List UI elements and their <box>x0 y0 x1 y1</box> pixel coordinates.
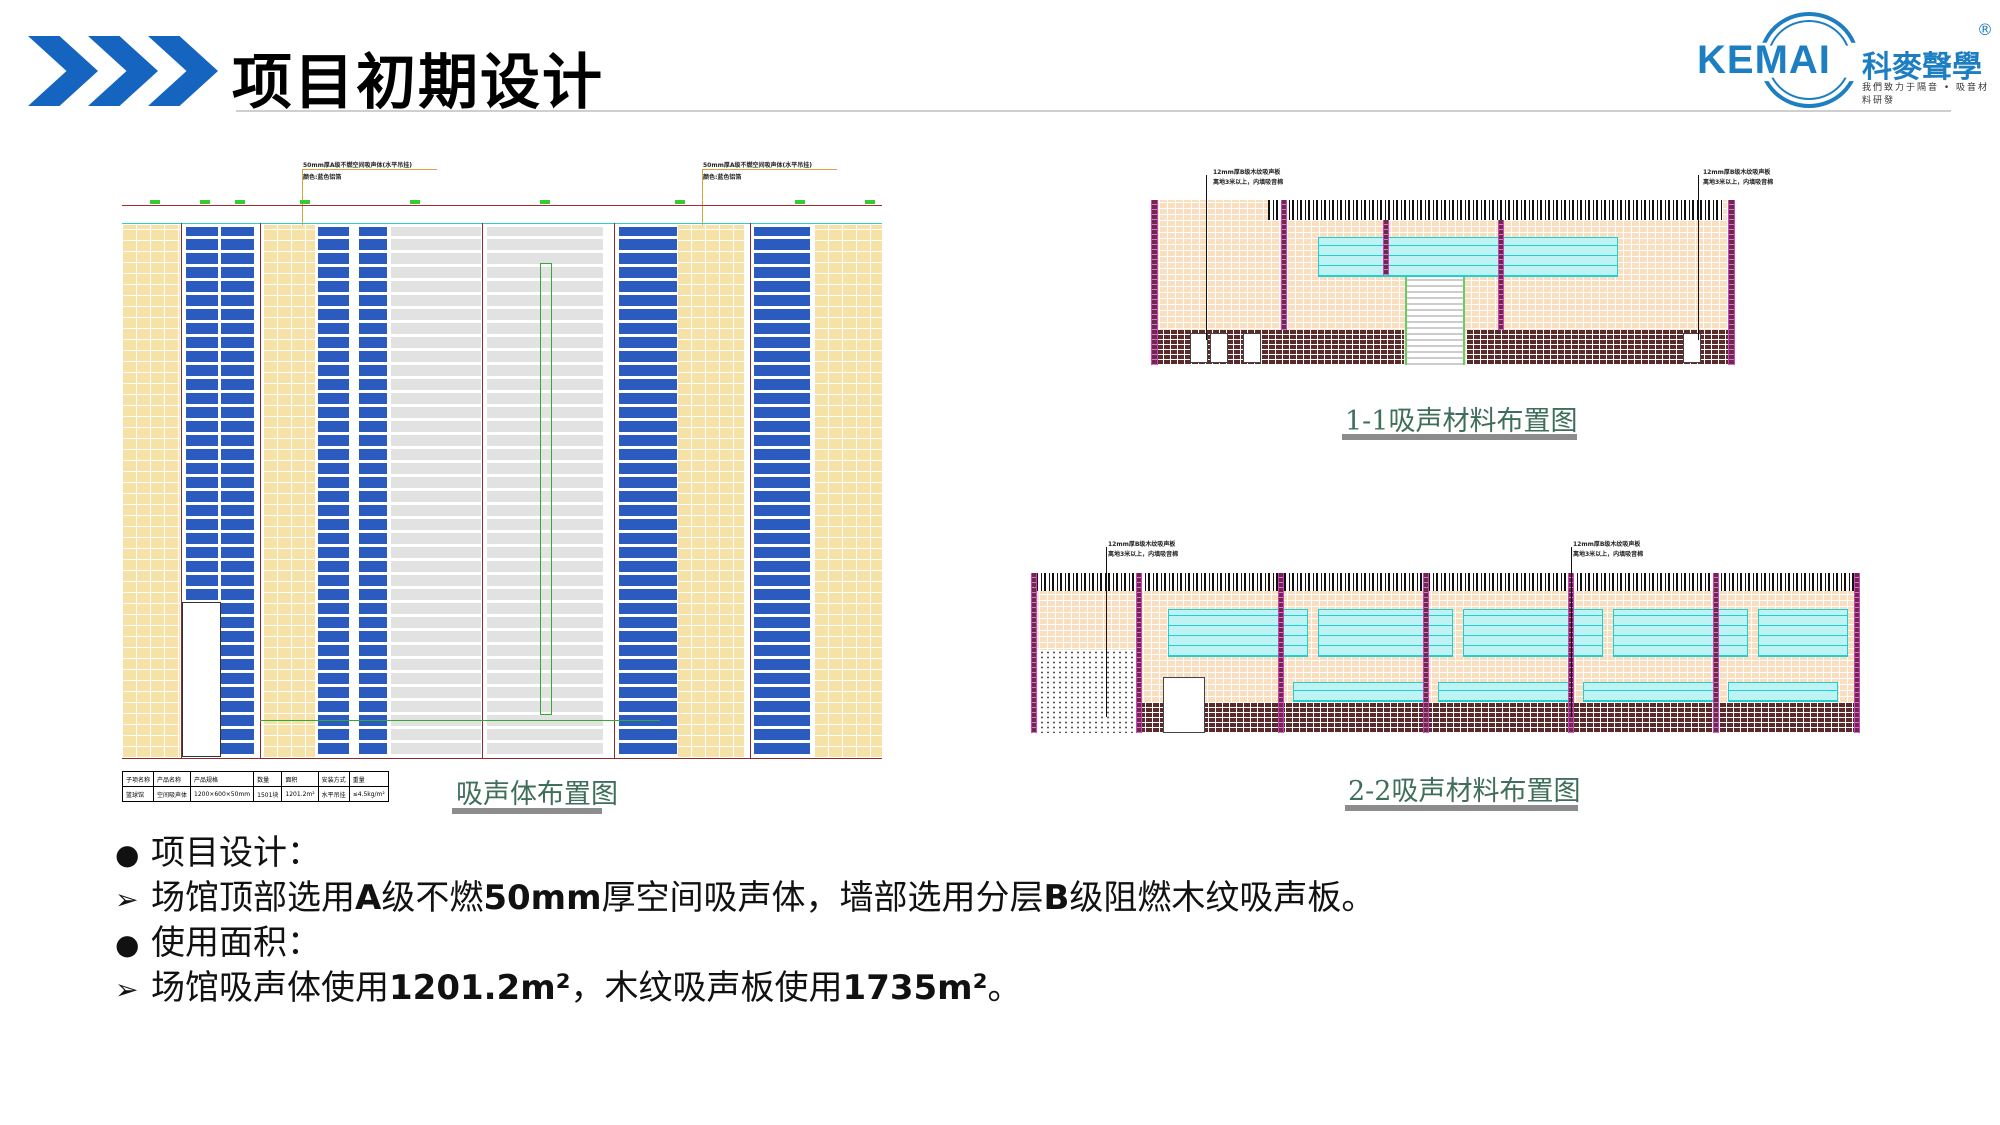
elevation-annotation: 离地3米以上，内填吸音棉 <box>1108 551 1179 558</box>
arrow-bullet-icon: ➢ <box>115 973 139 1006</box>
bullet-text: 1201.2m² <box>389 968 571 1008</box>
table-cell: ≤4.5kg/m² <box>348 786 389 802</box>
elevation-annotation: 12mm厚B级木纹吸声板 <box>1703 169 1771 176</box>
elevation-annotation: 12mm厚B级木纹吸声板 <box>1573 541 1641 548</box>
kemai-logo: KEMAI 科麥聲學 我們致力于隔音 • 吸音材料研發 ® <box>1695 8 1995 108</box>
plan-annotation: 50mm厚A级不燃空间吸声体(水平吊挂) <box>703 162 812 169</box>
logo-slogan: 我們致力于隔音 • 吸音材料研發 <box>1862 83 1990 106</box>
logo-brand-cn: 科麥聲學 <box>1862 50 1982 85</box>
bullet-dot-icon: ● <box>115 838 140 871</box>
table-header: 重量 <box>348 771 389 787</box>
elevation-annotation: 离地3米以上，内填吸音棉 <box>1213 179 1284 186</box>
bullet-line: ● 使用面积： <box>115 915 321 964</box>
table-cell: 1200×600×50mm <box>190 786 255 802</box>
absorber-layout-plan: 50mm厚A级不燃空间吸声体(水平吊挂) 颜色:蓝色铝箔 50mm厚A级不燃空间… <box>120 155 885 765</box>
bullet-text: 使用面积： <box>151 923 321 963</box>
table-header: 安装方式 <box>317 771 350 787</box>
chevron-icon <box>28 36 98 106</box>
logo-brand: KEMAI <box>1697 38 1831 82</box>
table-header: 产品名称 <box>153 771 192 787</box>
bullet-text: B <box>1043 878 1070 918</box>
bullet-line: ● 项目设计： <box>115 825 321 874</box>
table-header: 面积 <box>281 771 319 787</box>
absorber-spec-table: 子项名称 产品名称 产品规格 数量 面积 安装方式 重量 篮球馆 空间吸声体 1… <box>121 771 389 802</box>
bullet-text: 厚空间吸声体，墙部选用分层 <box>601 878 1044 918</box>
plan-annotation: 50mm厚A级不燃空间吸声体(水平吊挂) <box>303 162 412 169</box>
bullet-text: 。 <box>987 968 1022 1008</box>
title-divider <box>236 110 1951 112</box>
table-header: 数量 <box>253 771 283 787</box>
table-cell: 1201.2m² <box>281 786 319 802</box>
page-title: 项目初期设计 <box>232 48 604 118</box>
bullet-text: A <box>355 878 382 918</box>
table-row: 篮球馆 空间吸声体 1200×600×50mm 1501块 1201.2m² 水… <box>121 786 389 802</box>
bullet-dot-icon: ● <box>115 928 140 961</box>
plan-annotation: 颜色:蓝色铝箔 <box>703 174 742 181</box>
elevation-1-caption: 1-1吸声材料布置图 <box>1345 406 1578 437</box>
registered-mark: ® <box>1977 20 1993 39</box>
bullet-text: 1735m² <box>842 968 988 1008</box>
table-cell: 1501块 <box>253 786 283 802</box>
elevation-1-1-drawing: 12mm厚B级木纹吸声板 离地3米以上，内填吸音棉 12mm厚B级木纹吸声板 离… <box>1148 165 1773 365</box>
table-cell: 水平吊挂 <box>317 786 350 802</box>
chevron-icon <box>88 36 158 106</box>
elevation-2-2-drawing: 12mm厚B级木纹吸声板 离地3米以上，内填吸音棉 12mm厚B级木纹吸声板 离… <box>1028 537 1863 737</box>
bullet-text: 场馆吸声体使用 <box>151 968 389 1008</box>
bullet-text: 场馆顶部选用 <box>151 878 355 918</box>
table-cell: 篮球馆 <box>121 786 155 802</box>
elevation-annotation: 离地3米以上，内填吸音棉 <box>1703 179 1774 186</box>
table-header: 产品规格 <box>190 771 255 787</box>
bullet-text: 级不燃 <box>381 878 484 918</box>
arrow-bullet-icon: ➢ <box>115 883 139 916</box>
table-header: 子项名称 <box>121 771 155 787</box>
elevation-annotation: 离地3米以上，内填吸音棉 <box>1573 551 1644 558</box>
elevation-2-caption: 2-2吸声材料布置图 <box>1348 776 1581 807</box>
bullet-text: 50mm <box>483 878 602 918</box>
plan-annotation: 颜色:蓝色铝箔 <box>303 174 342 181</box>
elevation-annotation: 12mm厚B级木纹吸声板 <box>1108 541 1176 548</box>
table-cell: 空间吸声体 <box>153 786 192 802</box>
bullet-line: ➢ 场馆顶部选用A级不燃50mm厚空间吸声体，墙部选用分层B级阻燃木纹吸声板。 <box>115 870 1375 919</box>
bullet-text: 项目设计： <box>151 833 321 873</box>
elevation-annotation: 12mm厚B级木纹吸声板 <box>1213 169 1281 176</box>
plan-caption: 吸声体布置图 <box>456 779 618 810</box>
bullet-line: ➢ 场馆吸声体使用1201.2m²，木纹吸声板使用1735m²。 <box>115 960 1021 1009</box>
bullet-text: 级阻燃木纹吸声板。 <box>1069 878 1376 918</box>
bullet-text: ，木纹吸声板使用 <box>570 968 843 1008</box>
chevron-icon <box>148 36 218 106</box>
